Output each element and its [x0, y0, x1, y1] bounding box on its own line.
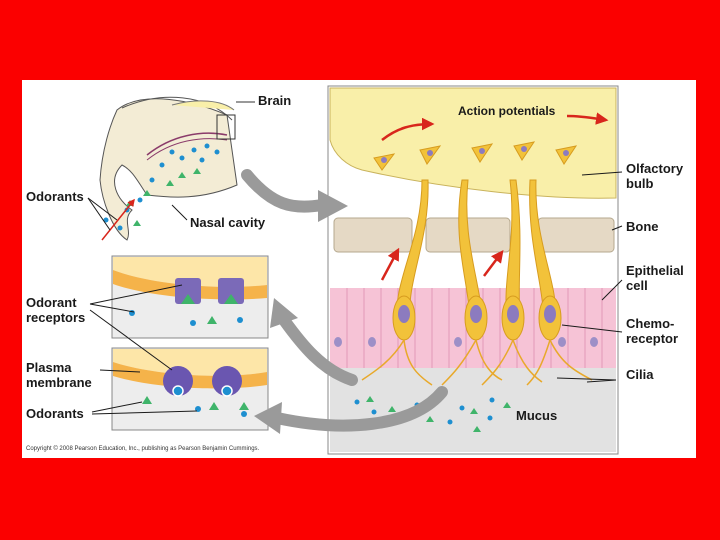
label-cilia: Cilia: [626, 367, 654, 382]
nose-odorants: [101, 143, 220, 241]
right-leaders: [556, 171, 623, 383]
label-mucus: Mucus: [516, 408, 558, 423]
label-odorant-receptors-1: Odorant: [26, 295, 77, 310]
head-leaders: [87, 197, 188, 231]
label-epithelial-1: Epithelial: [626, 263, 684, 278]
label-epithelial-2: cell: [626, 278, 648, 293]
label-plasma-membrane-2: membrane: [26, 375, 92, 390]
head-profile: [99, 96, 255, 241]
label-nasal-cavity: Nasal cavity: [190, 215, 266, 230]
copyright-line: Copyright © 2008 Pearson Education, Inc.…: [26, 446, 260, 452]
diagram-panel: Brain Action potentials Olfactory bulb O…: [22, 80, 696, 458]
label-olfactory-bulb-1: Olfactory: [626, 161, 684, 176]
label-odorants-bottom: Odorants: [26, 406, 84, 421]
label-bone: Bone: [626, 219, 659, 234]
label-chemoreceptor-2: receptor: [626, 331, 679, 346]
process-arrows: [241, 169, 448, 432]
arrow-heads: [254, 190, 348, 434]
label-odorants-top: Odorants: [26, 189, 84, 204]
epithelium-panel: [327, 85, 619, 455]
label-odorant-receptors-2: receptors: [26, 310, 86, 325]
bound-inset: [111, 347, 269, 431]
receptor-inset: [111, 255, 269, 339]
olfaction-illustration: [87, 85, 623, 455]
label-brain: Brain: [258, 93, 292, 108]
label-action-potentials: Action potentials: [458, 104, 556, 118]
label-chemoreceptor-1: Chemo-: [626, 316, 675, 331]
label-plasma-membrane-1: Plasma: [26, 360, 72, 375]
inset-leaders: [89, 284, 198, 415]
label-olfactory-bulb-2: bulb: [626, 176, 654, 191]
